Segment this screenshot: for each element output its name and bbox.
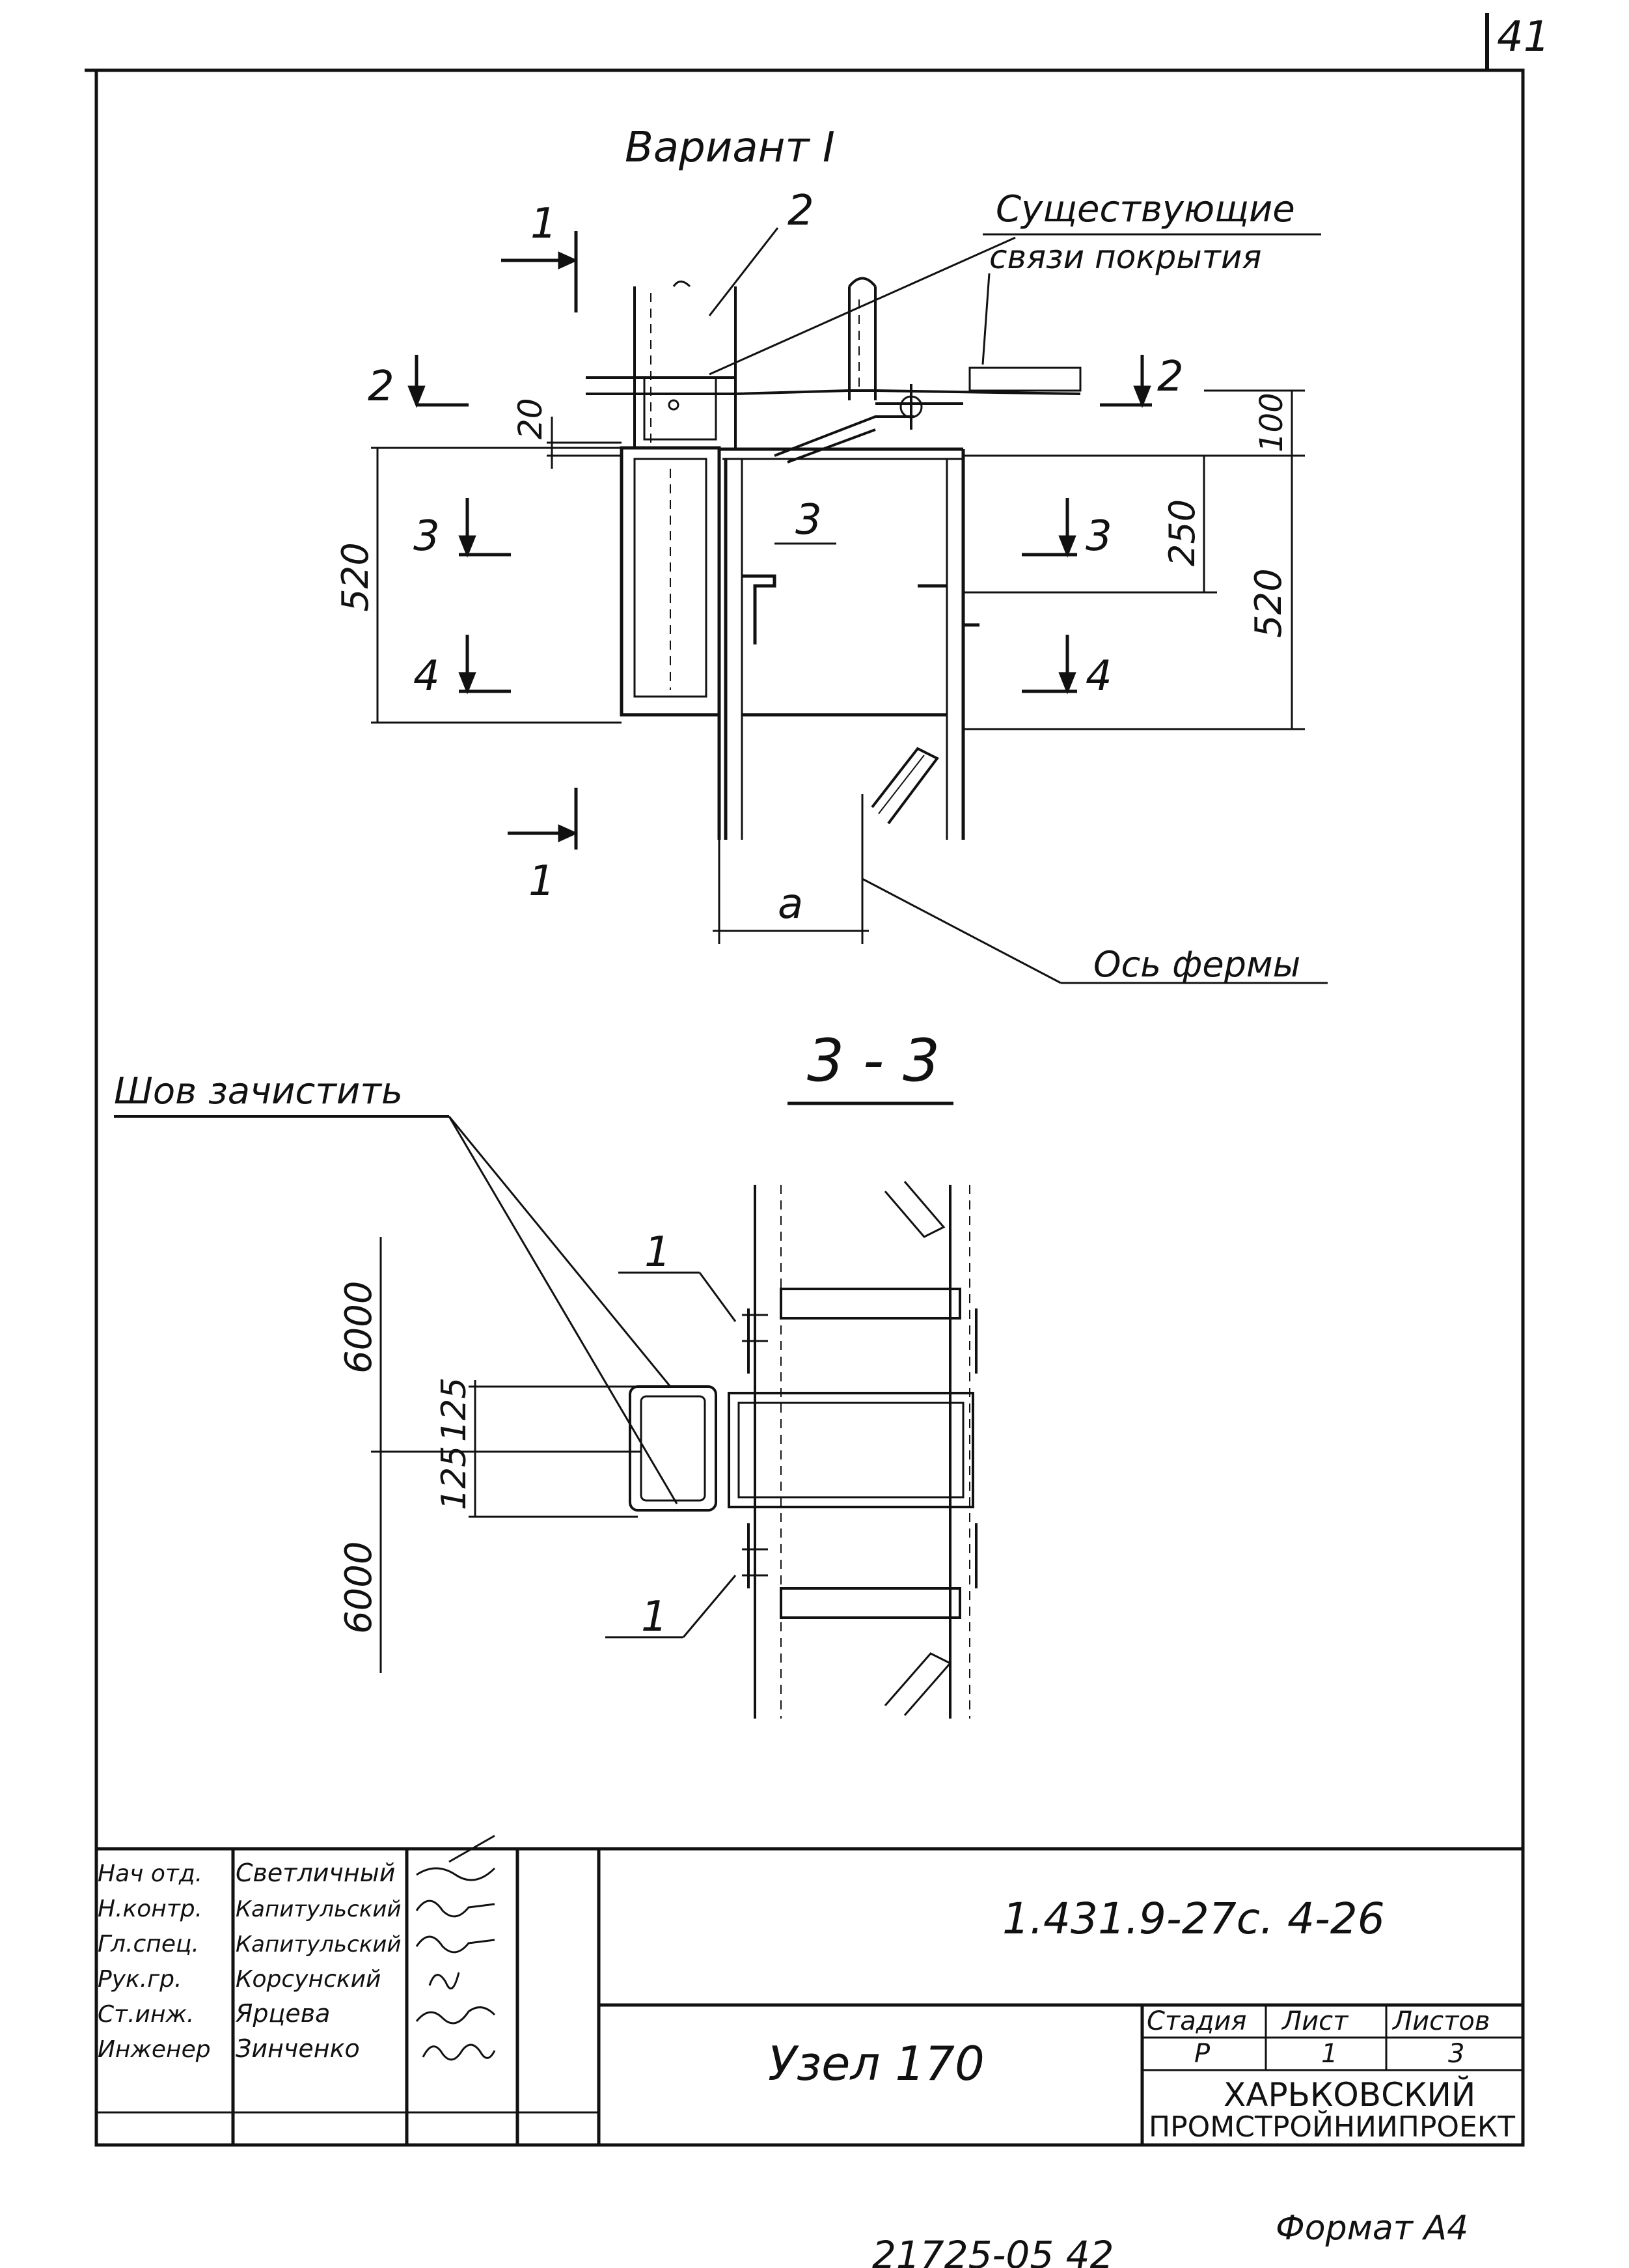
name-2: Капитульский bbox=[236, 1931, 401, 1957]
section-dimensions bbox=[371, 1237, 641, 1673]
section-2-left-label: 2 bbox=[368, 363, 394, 411]
existing-bracing-label: Существующие связи покрытия bbox=[709, 188, 1321, 376]
section-4-right-label: 4 bbox=[1086, 652, 1112, 700]
role-1: Н.контр. bbox=[98, 1896, 202, 1922]
section-marker-3-right bbox=[1022, 498, 1077, 558]
section-marker-1-bottom bbox=[508, 788, 579, 850]
dim-6000-top-label: 6000 bbox=[338, 1280, 380, 1374]
section-marker-4-right bbox=[1022, 635, 1077, 695]
document-code: 1.431.9-27с. 4-26 bbox=[1002, 1894, 1385, 1944]
dim-520-right-label: 520 bbox=[1248, 568, 1290, 638]
section-callout-1-bottom bbox=[605, 1575, 737, 1639]
dim-a-label: a bbox=[778, 880, 803, 928]
name-1: Капитульский bbox=[236, 1896, 401, 1922]
format-label: Формат А4 bbox=[1276, 2209, 1468, 2248]
dim-6000-bottom-label: 6000 bbox=[338, 1541, 380, 1634]
name-3: Корсунский bbox=[236, 1966, 381, 1993]
stage-header: Стадия bbox=[1147, 2006, 1246, 2036]
role-4: Ст.инж. bbox=[98, 2001, 194, 2028]
dimension-20 bbox=[547, 417, 622, 469]
existing-bracing-line1: Существующие bbox=[996, 188, 1295, 230]
section-4-left-label: 4 bbox=[413, 652, 440, 700]
weld-note: Шов зачистить bbox=[114, 1070, 403, 1113]
existing-bracing-angles bbox=[586, 277, 1082, 463]
section-marker-4-left bbox=[458, 635, 511, 695]
section-callout-1-bottom-label: 1 bbox=[641, 1593, 668, 1641]
dim-250-label: 250 bbox=[1162, 499, 1203, 566]
organization-line2: промстройниипроект bbox=[1149, 2109, 1515, 2144]
truss-axis-label: Ось фермы bbox=[1093, 944, 1300, 985]
stage-value: Р bbox=[1194, 2039, 1211, 2069]
dim-125-top-label: 125 bbox=[435, 1377, 474, 1442]
section-3-right-label: 3 bbox=[1086, 512, 1112, 560]
dimension-520-left bbox=[371, 447, 622, 724]
organization-line1: Харьковский bbox=[1224, 2075, 1475, 2114]
page-number: 41 bbox=[1497, 13, 1550, 61]
roof-column-top bbox=[633, 281, 737, 449]
sheets-header: Листов bbox=[1391, 2006, 1490, 2036]
section-marker-3-left bbox=[458, 498, 511, 558]
section-marker-2-right bbox=[1100, 355, 1152, 408]
sheet-value: 1 bbox=[1321, 2039, 1337, 2069]
node-name: Узел 170 bbox=[768, 2036, 985, 2091]
weld-note-leaders bbox=[448, 1116, 678, 1504]
callout-3-label: 3 bbox=[795, 496, 822, 544]
role-3: Рук.гр. bbox=[98, 1966, 182, 1993]
sheet-header: Лист bbox=[1281, 2006, 1349, 2036]
variant-title: Вариант I bbox=[625, 124, 835, 172]
role-5: Инженер bbox=[98, 2036, 211, 2063]
name-4: Ярцева bbox=[235, 1999, 330, 2028]
callout-2-label: 2 bbox=[787, 187, 814, 235]
section-callout-1-top bbox=[618, 1271, 737, 1322]
name-5: Зинченко bbox=[236, 2034, 360, 2063]
section-1-top-label: 1 bbox=[530, 200, 557, 248]
title-block-roles: Нач отд. Н.контр. Гл.спец. Рук.гр. Ст.ин… bbox=[98, 1860, 211, 2063]
section-marker-1-top bbox=[501, 231, 579, 312]
signature-scribbles bbox=[415, 1834, 496, 2061]
section-3-left-label: 3 bbox=[413, 512, 440, 560]
truss-axis-leader bbox=[862, 878, 1328, 984]
dimension-a bbox=[713, 794, 869, 944]
role-2: Гл.спец. bbox=[98, 1931, 199, 1957]
dim-520-left-label: 520 bbox=[335, 542, 377, 612]
section-3-3-members bbox=[629, 1181, 978, 1719]
dimension-right-stack bbox=[963, 389, 1305, 730]
dim-20-label: 20 bbox=[512, 398, 549, 439]
section-2-right-label: 2 bbox=[1157, 353, 1184, 401]
footer-code: 21725-05 42 bbox=[872, 2233, 1114, 2268]
sheets-value: 3 bbox=[1448, 2039, 1464, 2069]
dim-125-bottom-label: 125 bbox=[435, 1446, 474, 1510]
callout-2-leader bbox=[708, 227, 779, 316]
section-1-bottom-label: 1 bbox=[528, 857, 555, 906]
name-0: Светличный bbox=[236, 1859, 395, 1887]
section-3-3-title: 3 - 3 bbox=[807, 1027, 940, 1095]
role-0: Нач отд. bbox=[98, 1860, 202, 1887]
sheet-frame bbox=[85, 13, 1525, 2147]
section-callout-1-top-label: 1 bbox=[644, 1228, 671, 1277]
truss-node-box bbox=[620, 446, 979, 840]
dim-100-label: 100 bbox=[1253, 393, 1290, 452]
title-block-names: Светличный Капитульский Капитульский Кор… bbox=[235, 1859, 401, 2063]
title-block-grid bbox=[96, 1847, 1523, 2145]
section-marker-2-left bbox=[407, 355, 469, 408]
existing-bracing-line2: связи покрытия bbox=[989, 238, 1261, 276]
